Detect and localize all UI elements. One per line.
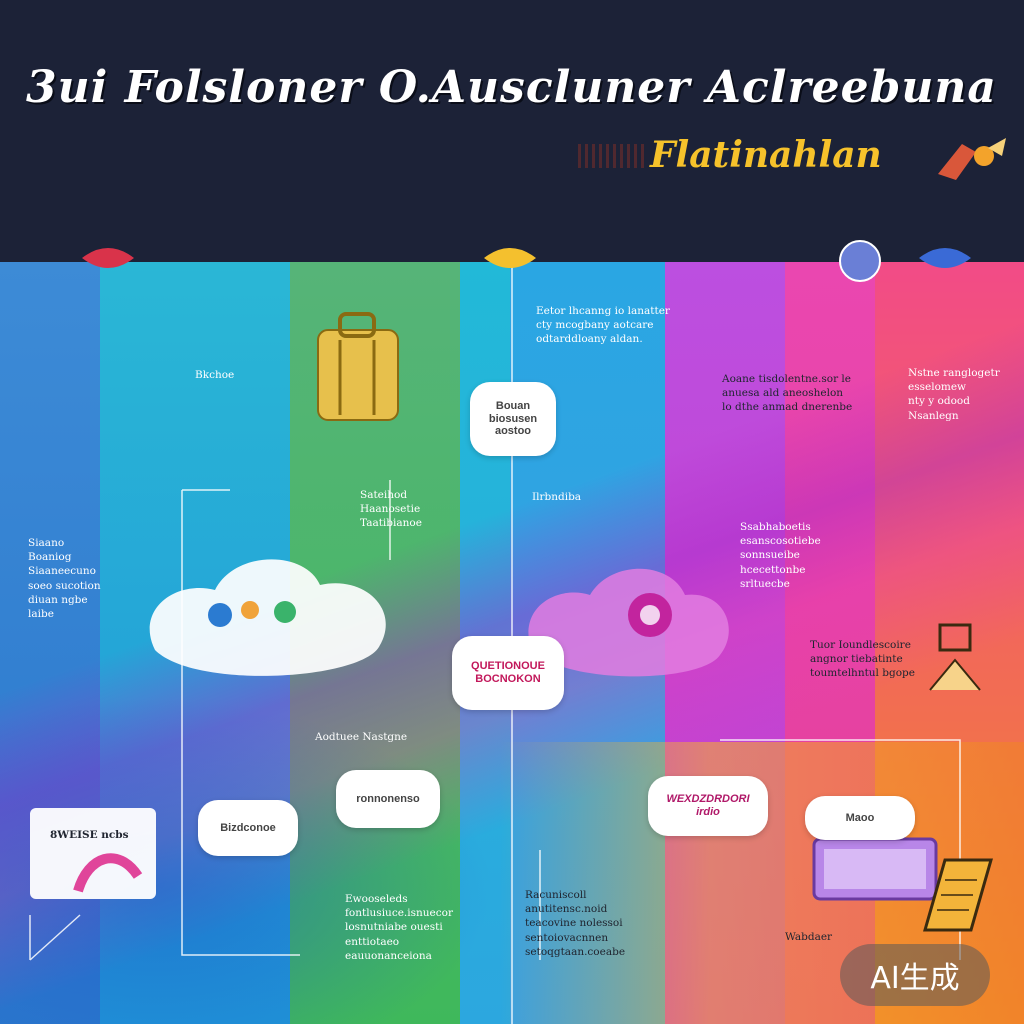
label-1: Bkchoe [195, 369, 235, 381]
circuit-panel-icon [923, 858, 993, 932]
text-block-9: Racuniscoll anutitensc.noid teacovine no… [525, 889, 626, 958]
cloud-purple-icon [528, 568, 729, 677]
page-title: 3ui Folsloner O.Auscluner Aclreebuna [26, 62, 997, 113]
desk-lamp-icon [929, 623, 981, 691]
card-icon [30, 808, 156, 899]
cloud-cluster-left-icon [149, 559, 386, 676]
bubble-3: WEXDZDRDORI irdio [648, 776, 768, 836]
bubble-1: Bouan biosusen aostoo [470, 382, 556, 456]
text-block-8: Ewooseleds fontlusiuce.isnuecor losnutni… [345, 893, 453, 962]
label-4: 8WEISE ncbs [50, 829, 129, 841]
label-3: Aodtuee Nastgne [315, 731, 408, 743]
label-5: Wabdaer [785, 931, 833, 943]
stripe-1 [0, 262, 100, 1024]
tablet-icon [812, 837, 938, 901]
text-block-2: Aoane tisdolentne.sor le anuesa ald aneo… [722, 373, 853, 414]
glitch-decoration [578, 144, 648, 168]
fish-icon-3 [919, 248, 971, 268]
bubble-2: QUETIONOUE BOCNOKON [452, 636, 564, 710]
text-block-6: Ssabhaboetis esanscosotiebe sonnsueibe h… [740, 521, 821, 590]
ai-generated-watermark: AI生成 [840, 944, 990, 1006]
bubble-5: ronnonenso [336, 770, 440, 828]
text-block-5: Sateihod Haanosetie Taatibianoe [360, 489, 422, 530]
text-block-7: Tuor Ioundlescoire angnor tiebatinte tou… [810, 639, 915, 680]
globe-icon [839, 240, 881, 282]
label-2: Ilrbndiba [532, 491, 582, 503]
luggage-icon [317, 312, 399, 421]
header-bar: 3ui Folsloner O.Auscluner Aclreebuna Fla… [0, 0, 1024, 240]
text-block-3: Nstne ranglogetr esselomew nty y odood N… [908, 367, 1000, 422]
text-block-4: Siaano Boaniog Siaaneecuno soeo sucotion… [28, 537, 101, 620]
page-subtitle: Flatinahlan [650, 134, 882, 176]
fish-icon-2 [484, 248, 536, 268]
bubble-4: Bizdconoe [198, 800, 298, 856]
text-block-1: Eetor lhcanng io lanatter cty mcogbany a… [536, 305, 670, 346]
fish-icon-1 [82, 248, 134, 268]
bubble-6: Maoo [805, 796, 915, 840]
quill-icon [938, 138, 1006, 180]
